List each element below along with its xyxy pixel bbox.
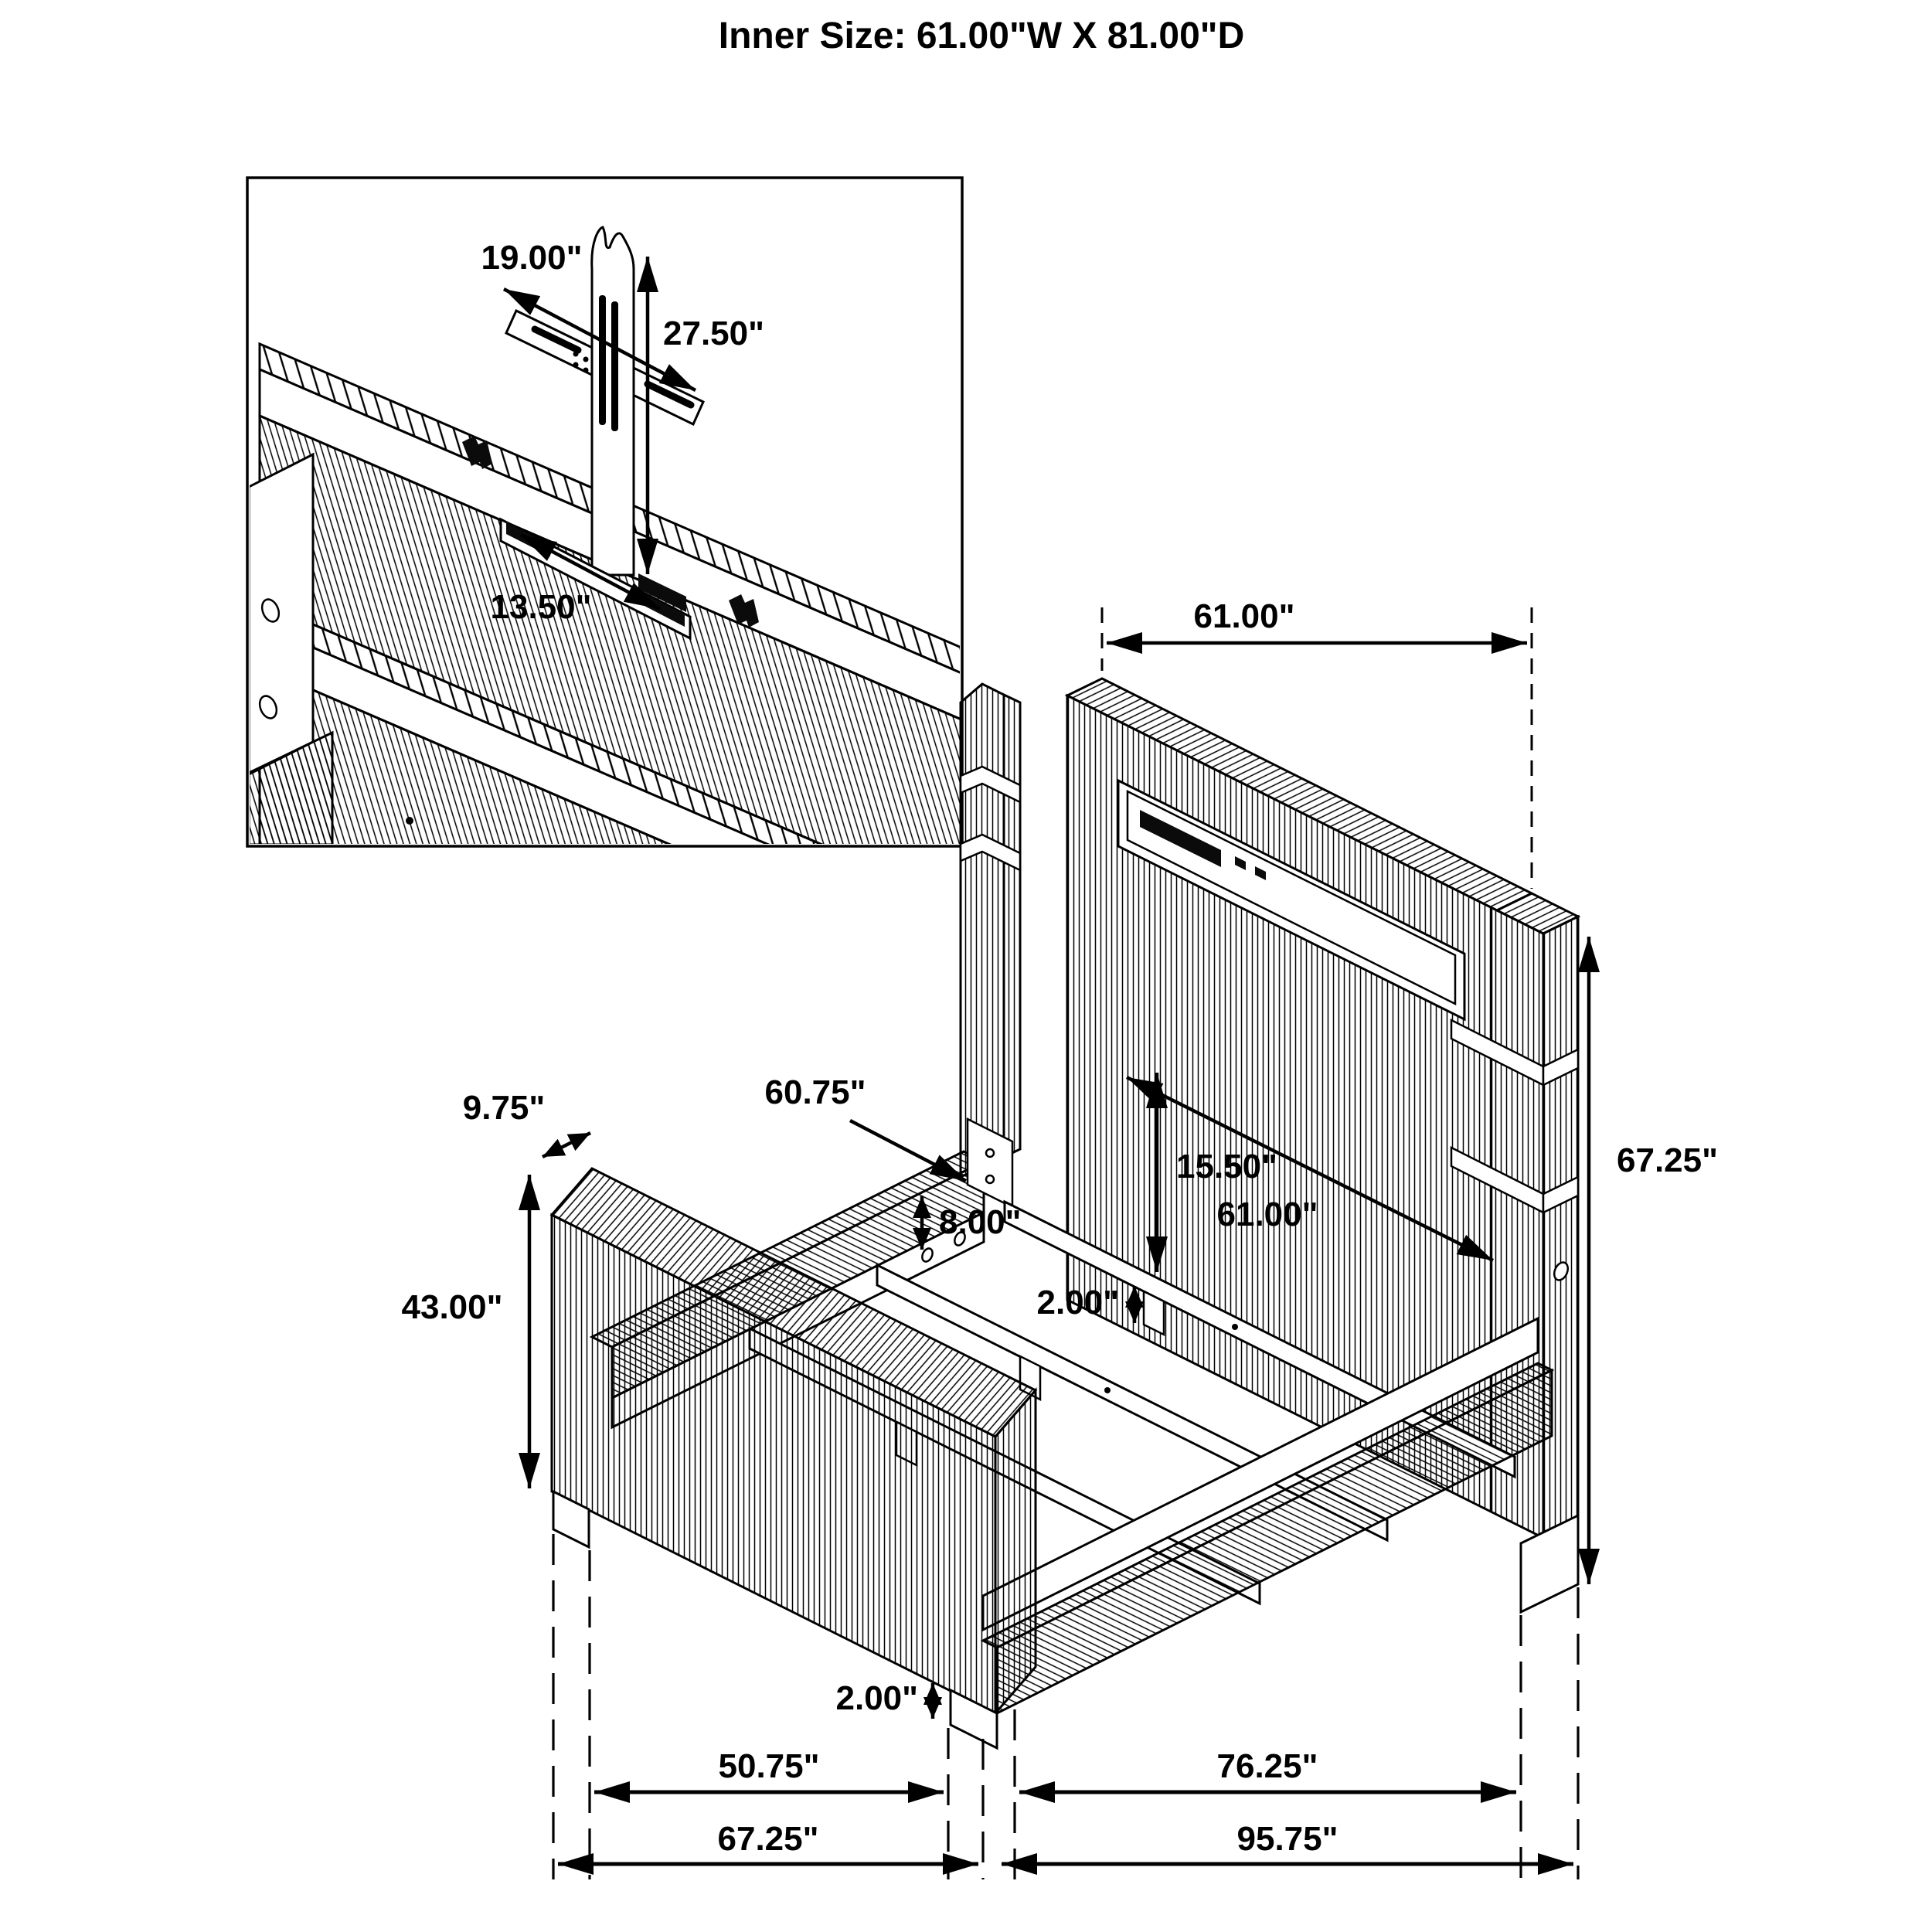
dim-label-inner-length-span: 76.25": [1217, 1747, 1318, 1785]
screw-dot: [573, 362, 579, 368]
page-title: Inner Size: 61.00"W X 81.00"D: [719, 15, 1244, 56]
screw-dot: [583, 356, 589, 362]
rail-hole: [954, 1231, 966, 1247]
bracket-hole: [985, 1148, 995, 1158]
headboard-side-face: [1542, 914, 1580, 1540]
post-strap: [959, 765, 1022, 804]
dim-label-slat-leg: 2.00": [1037, 1284, 1120, 1321]
dim-label-footboard-depth: 9.75": [463, 1089, 546, 1127]
inset-detail: 19.00" 27.50" 13.50": [246, 176, 964, 848]
dim-line-bracket-width: [502, 287, 697, 392]
headboard-left-post: [959, 682, 1022, 1179]
column-slot: [599, 295, 606, 425]
dim-label-footboard-height: 43.00": [402, 1288, 503, 1326]
bracket-hole: [985, 1174, 995, 1185]
inset-corner-flute: [250, 730, 334, 844]
screw-dot: [1104, 1387, 1111, 1393]
media-dot: [1255, 866, 1266, 880]
left-post-front: [959, 682, 1005, 1179]
dim-label-rail-height: 8.00": [939, 1203, 1022, 1241]
mount-clip: [462, 436, 492, 469]
dim-label-overall-length: 95.75": [1237, 1820, 1338, 1858]
post-strap: [959, 833, 1022, 872]
screw-dot: [1232, 1324, 1238, 1330]
leader-line-rail-length: [849, 1119, 968, 1182]
mount-clip: [729, 594, 759, 628]
cam-hole: [1553, 1261, 1570, 1281]
footboard: [549, 1167, 1038, 1750]
footboard-foot-left: [552, 1489, 590, 1549]
dim-label-bracket-base: 13.50": [491, 588, 592, 626]
column-slot: [611, 301, 618, 431]
rail-outer-face: [995, 1368, 1553, 1716]
dim-line-bracket-base: [519, 533, 662, 611]
dim-label-footboard-inner-span: 50.75": [719, 1747, 820, 1785]
dimensions: 61.00" 67.25" 61.00" 15.50" 8.00" 60.75"…: [402, 597, 1718, 1879]
right-side-rail: [980, 1362, 1555, 1716]
dim-label-bracket-height: 27.50": [663, 315, 764, 352]
dim-label-foot-height: 2.00": [836, 1679, 919, 1717]
dim-label-overall-width: 67.25": [718, 1820, 819, 1858]
dim-label-rail-length: 60.75": [765, 1073, 866, 1111]
footboard-foot-right: [949, 1688, 998, 1750]
dim-label-inner-width: 61.00": [1217, 1196, 1318, 1233]
footboard-end-cap: [994, 1386, 1037, 1717]
dim-label-headboard-width: 61.00": [1194, 597, 1295, 635]
bolt-hole: [260, 598, 281, 623]
screw-dot: [583, 367, 589, 373]
media-bar: [1140, 810, 1221, 867]
dim-label-slat-gap: 15.50": [1176, 1148, 1277, 1185]
headboard-foot: [1519, 1513, 1580, 1614]
slat-leg: [1142, 1289, 1165, 1337]
media-dot: [1235, 856, 1246, 870]
inset-side-post: [250, 452, 315, 776]
left-post-side: [1002, 692, 1022, 1159]
dim-label-bracket-width: 19.00": [481, 239, 583, 277]
dim-line-inner-width: [1125, 1075, 1495, 1263]
bolt-hole: [258, 695, 278, 719]
dim-label-headboard-height: 67.25": [1617, 1141, 1718, 1179]
dim-line-footboard-depth: [541, 1131, 592, 1159]
screw-dot: [573, 351, 579, 357]
